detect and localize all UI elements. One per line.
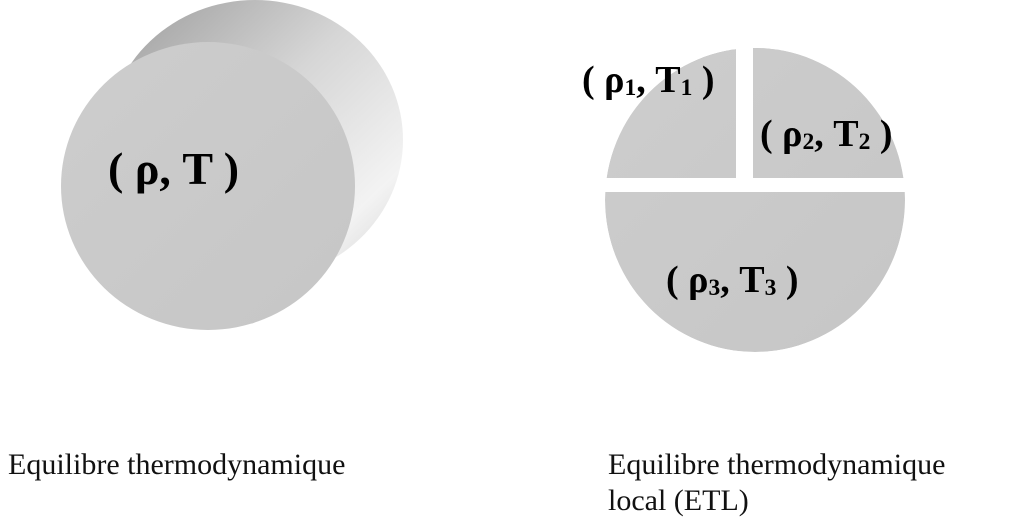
region-1-label: ( ρ1, T1 ) [582, 59, 715, 101]
region-2-label: ( ρ2, T2 ) [760, 113, 893, 155]
horizontal-divider [590, 178, 940, 192]
right-caption-line1: Equilibre thermodynamique [608, 448, 946, 481]
region-3-label: ( ρ3, T3 ) [666, 259, 799, 301]
right-caption-line2: local (ETL) [608, 484, 749, 517]
vertical-divider [736, 0, 753, 178]
rho-t-label: ( ρ, T ) [108, 143, 240, 194]
left-caption: Equilibre thermodynamique [8, 448, 346, 481]
cylinder-face [61, 42, 355, 330]
right-caption: Equilibre thermodynamique local (ETL) [608, 447, 945, 519]
left-cylinder [61, 0, 403, 330]
